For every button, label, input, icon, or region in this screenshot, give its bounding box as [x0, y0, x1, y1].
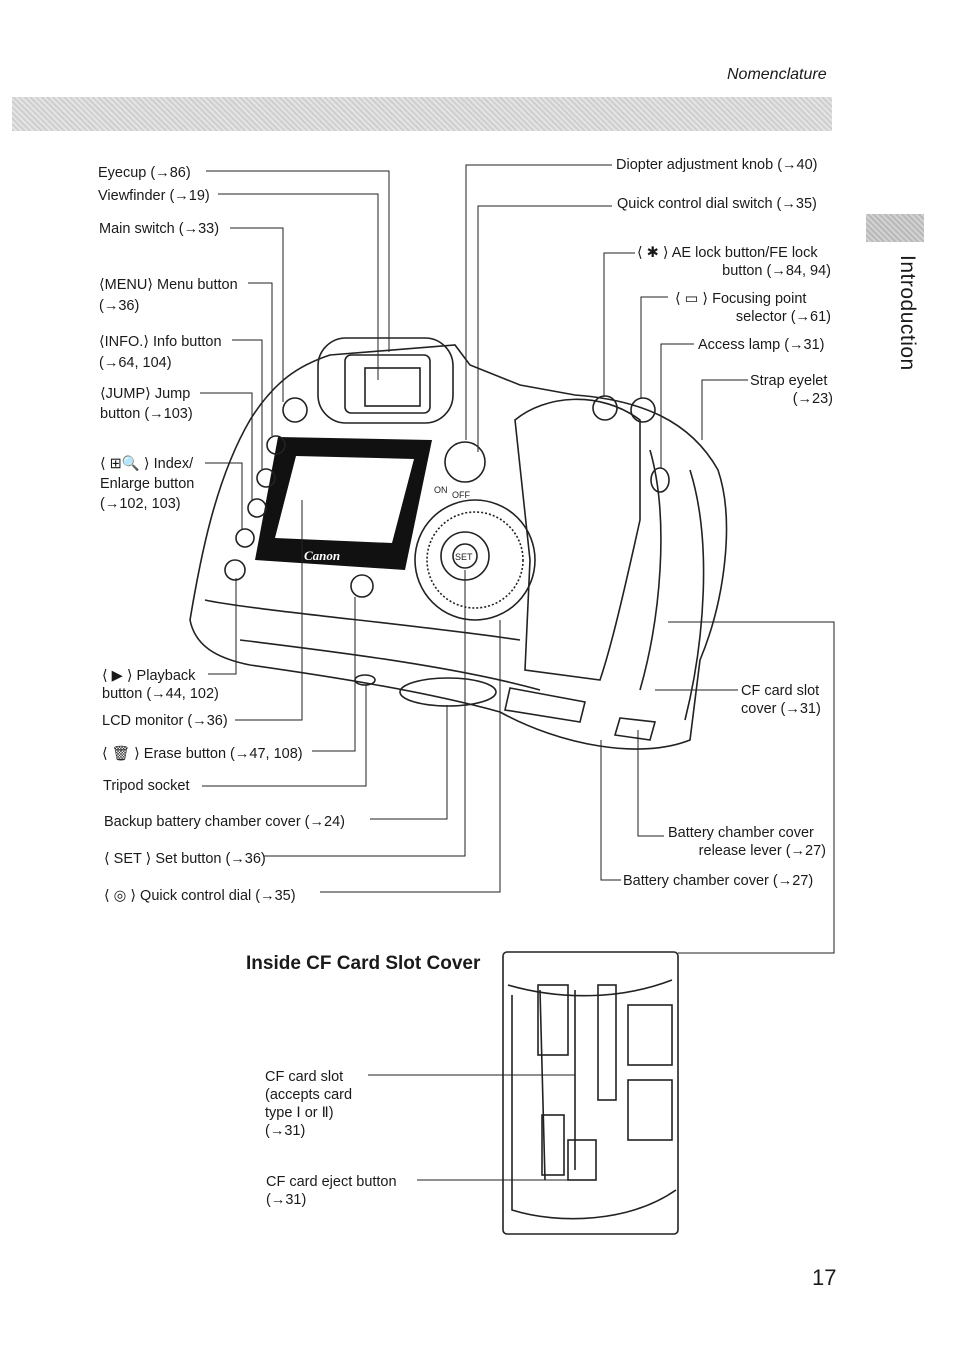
label-tripod: Tripod socket [103, 778, 190, 794]
page-number: 17 [812, 1265, 837, 1290]
label-lcd: LCD monitor (→36) [102, 713, 228, 729]
label-cf-cover: CF card slot [741, 683, 820, 699]
leader-lines-left [200, 170, 501, 893]
label-cf-cover-page: cover (→31) [741, 701, 821, 717]
label-set-button: ⟨ SET ⟩ Set button (→36) [104, 851, 266, 867]
camera-body [189, 344, 728, 750]
eyecup [317, 337, 454, 424]
label-ae-lock-page: button (→84, 94) [722, 263, 831, 279]
label-index: ⟨ ⊞🔍 ⟩ Index/ [100, 456, 194, 472]
label-menu-button: ⟨MENU⟩ Menu button [99, 277, 238, 293]
set-mark: SET [455, 552, 473, 562]
label-focus-selector-page: selector (→61) [735, 309, 831, 325]
label-cf-slot: CF card slot [265, 1069, 344, 1085]
label-focus-selector: ⟨ ▭ ⟩ Focusing point [675, 291, 807, 307]
inside-cf-title: Inside CF Card Slot Cover [246, 953, 481, 974]
label-access-lamp: Access lamp (→31) [698, 337, 825, 353]
label-cf-eject: CF card eject button [266, 1174, 397, 1190]
label-quick-dial: ⟨ ◎ ⟩ Quick control dial (→35) [104, 888, 296, 904]
bottom-plate [354, 674, 657, 741]
label-strap-page: (→23) [792, 391, 833, 407]
brand-logo: Canon [304, 548, 340, 563]
label-erase: ⟨ 🗑 ⟩ Erase button (→47, 108) [102, 746, 303, 762]
label-playback-page: button (→44, 102) [102, 686, 219, 702]
section-title: Nomenclature [727, 66, 827, 83]
label-enlarge: Enlarge button [100, 476, 195, 492]
label-jump-page: button (→103) [100, 406, 193, 422]
header-band [12, 97, 832, 131]
label-index-page: (→102, 103) [100, 496, 181, 512]
on-mark: ON [434, 485, 448, 495]
label-strap-eyelet: Strap eyelet [750, 373, 828, 389]
side-tab-label: Introduction [896, 255, 919, 371]
label-viewfinder: Viewfinder (→19) [98, 188, 210, 204]
label-info-page: (→64, 104) [99, 355, 172, 371]
label-cf-eject-page: (→31) [266, 1192, 307, 1208]
label-cf-slot-type: type Ⅰ or Ⅱ) [265, 1105, 334, 1121]
quick-control-dial: SET ON OFF [414, 441, 536, 621]
label-battery-release-page: release lever (→27) [698, 843, 826, 859]
label-playback: ⟨ ▶ ⟩ Playback [102, 668, 196, 684]
side-tab-marker [866, 214, 924, 242]
label-diopter: Diopter adjustment knob (→40) [616, 157, 818, 173]
lcd-monitor: Canon [255, 437, 432, 570]
label-eyecup: Eyecup (→86) [98, 165, 191, 181]
label-ae-lock: ⟨ ✱ ⟩ AE lock button/FE lock [637, 245, 818, 261]
label-battery-cover: Battery chamber cover (→27) [623, 873, 814, 889]
cf-slot-inset [368, 951, 679, 1235]
label-info-button: ⟨INFO.⟩ Info button [99, 334, 222, 350]
label-main-switch: Main switch (→33) [99, 221, 220, 237]
label-menu-page: (→36) [99, 298, 140, 314]
label-backup-battery: Backup battery chamber cover (→24) [104, 814, 345, 830]
label-jump: ⟨JUMP⟩ Jump [100, 386, 191, 402]
left-buttons [224, 397, 374, 598]
label-cf-slot-page: (→31) [265, 1123, 306, 1139]
label-battery-release: Battery chamber cover [668, 825, 814, 841]
off-mark: OFF [452, 490, 470, 500]
label-cf-slot-accepts: (accepts card [265, 1087, 353, 1103]
right-buttons [592, 395, 670, 493]
leader-lines-right [465, 164, 835, 954]
label-dial-switch: Quick control dial switch (→35) [617, 196, 817, 212]
